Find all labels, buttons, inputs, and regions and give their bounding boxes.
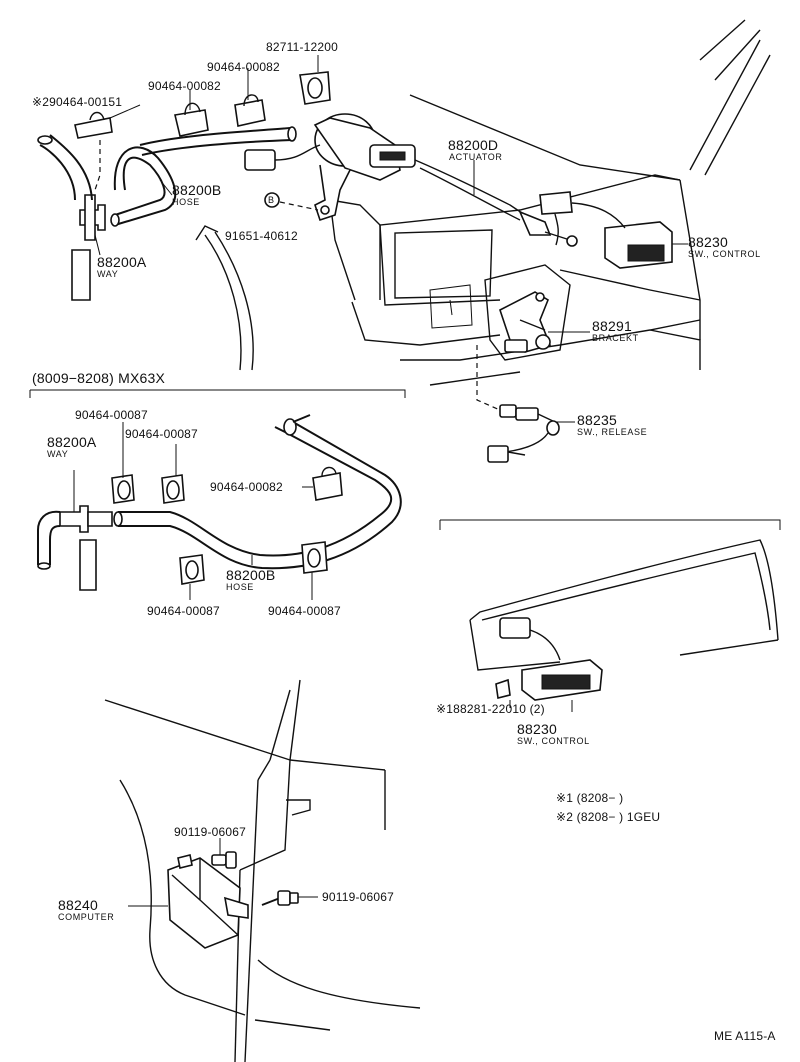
bolt-91651-40612: [264, 192, 280, 208]
label-88291: 88291: [592, 318, 632, 334]
label-variant: (8009−8208) MX63X: [32, 370, 165, 386]
bolt-90119-a: [211, 851, 237, 869]
note-1: ※1 (8208− ): [556, 791, 624, 805]
bolt-90119-b: [261, 890, 299, 906]
label-90464-00087-d: 90464-00087: [268, 604, 341, 618]
bracket-88291: [499, 291, 552, 353]
label-way-mid: WAY: [47, 449, 69, 459]
label-88200a-top: 88200A: [97, 254, 147, 270]
label-90119-06067-a: 90119-06067: [174, 825, 247, 839]
label-88230-top: 88230: [688, 234, 728, 250]
label-90464-00087-c: 90464-00087: [147, 604, 220, 618]
clip-90464-00087-c: [179, 554, 205, 585]
way-88200a-mid: [37, 505, 113, 591]
hose-88200b-top: [110, 126, 297, 227]
label-sw-control-top: SW., CONTROL: [688, 249, 761, 259]
rear-body-outline: [329, 19, 771, 386]
clip-82711-12200: [299, 71, 331, 105]
label-90464-00087-a: 90464-00087: [75, 408, 148, 422]
clip-90464-00087-d: [301, 541, 328, 574]
label-88200b-top: 88200B: [172, 182, 222, 198]
control-switch-88230-top: [539, 191, 673, 269]
label-90464-00082-b: 90464-00082: [148, 79, 221, 93]
label-actuator: ACTUATOR: [449, 152, 503, 162]
label-88200a-mid: 88200A: [47, 434, 97, 450]
rear-window-outline: [469, 539, 779, 671]
clip-90464-00082-b: [234, 94, 266, 127]
label-82711-12200: 82711-12200: [266, 40, 339, 54]
label-90464-00087-b: 90464-00087: [125, 427, 198, 441]
way-88200a-top: [37, 134, 106, 301]
clip-90464-00087-a: [111, 474, 135, 504]
label-88200d: 88200D: [448, 137, 499, 153]
control-switch-88230-bot: [495, 617, 603, 701]
lower-body-outline: [104, 679, 421, 1062]
label-88200b-mid: 88200B: [226, 567, 276, 583]
clip-90464-00082-c: [312, 466, 343, 501]
section-bracket-line: [439, 519, 781, 530]
clip-90464-00087-b: [161, 474, 185, 504]
label-bolt-b: B: [268, 195, 275, 205]
label-88235: 88235: [577, 412, 617, 428]
label-hose-mid: HOSE: [226, 582, 254, 592]
variant-bracket-line: [29, 389, 406, 398]
clip-90464-00151: [74, 111, 113, 139]
label-bracket: BRACEKT: [592, 333, 639, 343]
release-switch-88235: [487, 404, 560, 463]
clip-90464-00082-a: [174, 102, 209, 137]
computer-88240: [167, 854, 249, 949]
label-88230-bot: 88230: [517, 721, 557, 737]
label-91651-40612: 91651-40612: [225, 229, 298, 243]
actuator-88200d: [244, 113, 578, 247]
label-sw-release: SW., RELEASE: [577, 427, 648, 437]
label-hose-top: HOSE: [172, 197, 200, 207]
diagram-code: ME A115-A: [714, 1029, 776, 1043]
label-90464-00082-a: 90464-00082: [207, 60, 280, 74]
label-88240: 88240: [58, 897, 98, 913]
note-2: ※2 (8208− ) 1GEU: [556, 810, 661, 824]
label-88281-22010: ※188281-22010 (2): [436, 702, 545, 716]
label-90464-00151: ※290464-00151: [32, 95, 123, 109]
label-computer: COMPUTER: [58, 912, 115, 922]
label-way-top: WAY: [97, 269, 119, 279]
label-90464-00082-c: 90464-00082: [210, 480, 283, 494]
label-sw-control-bot: SW., CONTROL: [517, 736, 590, 746]
label-90119-06067-b: 90119-06067: [322, 890, 395, 904]
